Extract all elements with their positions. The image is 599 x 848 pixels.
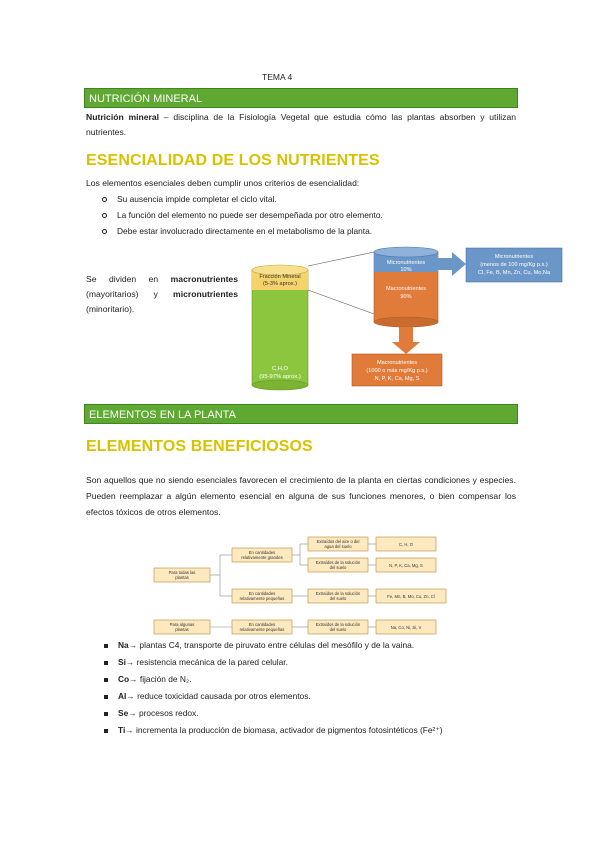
npk-elements-box (375, 557, 437, 573)
suelo-box-3 (307, 619, 369, 635)
micro-box-elements: Cl, Fe, B, Mn, Zn, Cu, Mo,Na (478, 270, 551, 276)
grandes-box (231, 547, 293, 563)
definition-text: – disciplina de la Fisiología Vegetal qu… (86, 112, 517, 137)
bullet-ring-icon (102, 197, 107, 203)
bullet-square-icon (104, 660, 108, 665)
classification-diagram: Para todas las plantas Para algunas plan… (153, 536, 447, 635)
section-band-nutricion: NUTRICIÓN MINERAL (84, 88, 518, 108)
macro-box-title: Macronutrientes (377, 360, 417, 366)
aire-label: agua del suelo (324, 544, 352, 549)
bullet-square-icon (104, 711, 108, 716)
definition-term: Nutrición mineral (86, 112, 160, 122)
algunas-label: Para algunas (170, 622, 195, 627)
section-band-elementos: ELEMENTOS EN LA PLANTA (84, 404, 518, 424)
todas-plantas-box (153, 567, 211, 583)
fraccion-band (252, 270, 308, 290)
fraccion-pct: (5-3% aprox.) (263, 281, 297, 287)
macro-box-range: (1000 o más mg/Kg p.s.) (366, 368, 427, 374)
beneficial-item: Na→ plantas C4, transporte de piruvato e… (104, 638, 414, 653)
criteria-item: Su ausencia impide completar el ciclo vi… (102, 192, 277, 207)
macro-box (351, 353, 443, 387)
beneficial-item: Ti→ incrementa la producción de biomasa,… (104, 723, 443, 738)
bullet-square-icon (104, 728, 108, 733)
bullet-square-icon (104, 643, 108, 648)
suelo-box (307, 557, 369, 573)
suelo-label-2: Extraídos de la solución (316, 591, 361, 596)
fe-elements-box (375, 588, 447, 604)
pequenas-label: relativamente pequeñas (240, 596, 285, 601)
suelo-box-2 (307, 588, 369, 604)
na-elements: Na, Co, Ni, Si, V (391, 625, 422, 630)
bullet-ring-icon (102, 229, 107, 235)
pequenas-box (231, 588, 293, 604)
beneficial-item: Se→ procesos redox. (104, 706, 199, 721)
page-tema: TEMA 4 (262, 72, 293, 82)
definition-paragraph: Nutrición mineral – disciplina de la Fis… (86, 110, 516, 140)
beneficial-item: Al→ reduce toxicidad causada por otros e… (104, 689, 311, 704)
beneficial-paragraph: Son aquellos que no siendo esenciales fa… (86, 475, 516, 517)
algunas-label: plantas (175, 627, 189, 632)
beneficial-item: Si→ resistencia mecánica de la pared cel… (104, 655, 288, 670)
criteria-item: Debe estar involucrado directamente en e… (102, 224, 372, 239)
grandes-label: En cantidades (249, 550, 276, 555)
aire-label: Extraídos del aire o del (317, 539, 360, 544)
fraccion-title: Fracción Mineral (259, 274, 300, 280)
micro-tank (374, 252, 438, 272)
npk-elements: N, P, K, Ca, Mg, S (389, 563, 423, 568)
cho-title: C,H,O (272, 366, 289, 372)
criteria-item: La función del elemento no puede ser des… (102, 208, 383, 223)
algunas-plantas-box (153, 619, 211, 635)
bullet-ring-icon (102, 213, 107, 219)
macro-term: macronutrientes (170, 274, 238, 284)
micro-box-range: (menos de 100 mg/Kg p.s.) (480, 262, 548, 268)
pequenas-label-2: En cantidades (249, 622, 276, 627)
suelo-label: Extraídos de la solución (316, 560, 361, 565)
arrow-right-icon (438, 252, 466, 276)
macro-tank-label: Macronutrientes (386, 286, 426, 292)
grandes-label: relativamente grandes (241, 555, 282, 560)
arrow-down-icon (392, 327, 420, 354)
suelo-label-2: del suelo (330, 596, 347, 601)
micro-tank-pct: 10% (400, 267, 411, 273)
suelo-label: del suelo (330, 565, 347, 570)
aire-box (307, 536, 369, 552)
suelo-label-3: Extraídos de la solución (316, 622, 361, 627)
todas-label: plantas (175, 575, 189, 580)
cho-elements: C, H, O (399, 542, 414, 547)
heading-beneficiosos: ELEMENTOS BENEFICIOSOS (86, 438, 313, 455)
todas-label: Para todas las (169, 570, 196, 575)
beneficial-item: Co→ fijación de N₂. (104, 672, 192, 687)
cho-pct: (95-97% aprox.) (259, 374, 301, 380)
macro-box-elements: N, P, K, Ca, Mg, S (375, 376, 420, 382)
bullet-square-icon (104, 694, 108, 699)
micro-term: micronutrientes (173, 289, 238, 299)
divide-paragraph: Se dividen en macronutrientes (mayoritar… (86, 274, 238, 314)
heading-esencialidad: ESENCIALIDAD DE LOS NUTRIENTES (86, 152, 380, 169)
cho-elements-box (375, 536, 437, 552)
suelo-label-3: del suelo (330, 627, 347, 632)
bullet-square-icon (104, 677, 108, 682)
pequenas-label: En cantidades (249, 591, 276, 596)
micro-box (465, 247, 563, 283)
macro-tank-pct: 90% (400, 294, 411, 300)
fe-elements: Fe, Mn, B, Mo, Cu, Zn, Cl (387, 594, 435, 599)
pequenas-label-2: relativamente pequeñas (240, 627, 285, 632)
nutrient-fraction-figure: Fracción Mineral (5-3% aprox.) C,H,O (95… (251, 246, 563, 391)
na-elements-box (375, 619, 437, 635)
pequenas-box-2 (231, 619, 293, 635)
micro-box-title: Micronutrientes (495, 254, 533, 260)
criteria-intro: Los elementos esenciales deben cumplir u… (86, 178, 360, 188)
micro-tank-label: Micronutrientes (387, 260, 425, 266)
